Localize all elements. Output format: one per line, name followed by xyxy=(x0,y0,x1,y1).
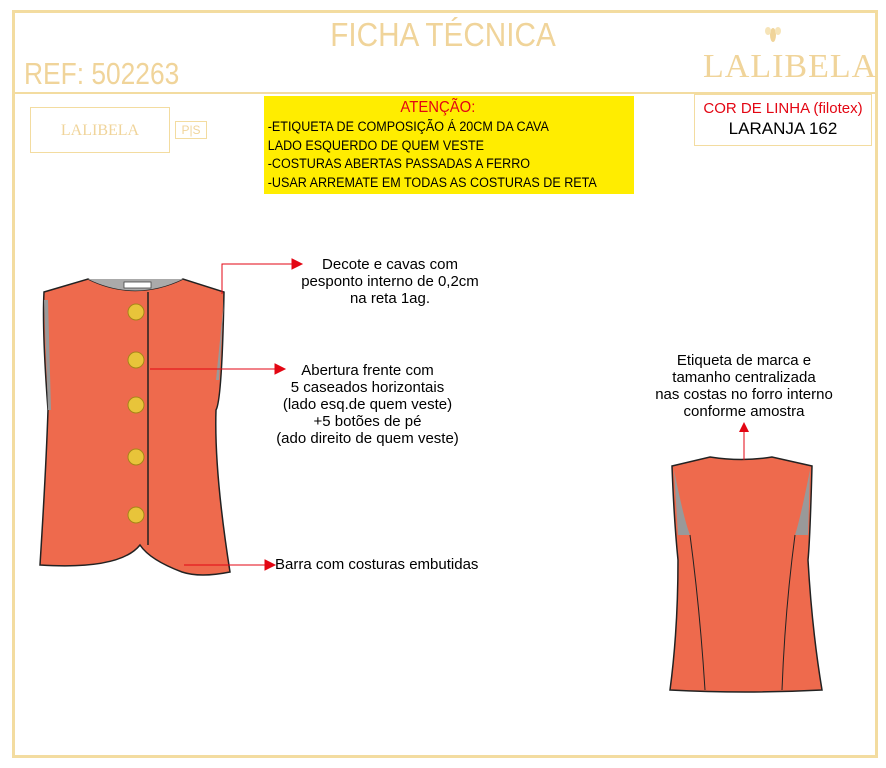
thread-color-value: LARANJA 162 xyxy=(728,119,838,138)
page-title: FICHA TÉCNICA xyxy=(330,16,556,53)
attention-line: -USAR ARREMATE EM TODAS AS COSTURAS DE R… xyxy=(267,174,597,190)
note-line: Abertura frente com xyxy=(301,362,434,379)
note-line: (ado direito de quem veste) xyxy=(276,430,459,447)
attention-title: ATENÇÃO: xyxy=(400,99,476,116)
thread-color-label: COR DE LINHA (filotex) xyxy=(703,100,863,117)
note-line: na reta 1ag. xyxy=(349,290,431,307)
note-line: Decote e cavas com xyxy=(322,256,458,273)
note-line: nas costas no forro interno xyxy=(655,386,833,403)
front-vest xyxy=(39,258,304,576)
back-label-note: Etiqueta de marca e tamanho centralizada… xyxy=(634,352,854,420)
reference-number: REF: 502263 xyxy=(24,56,180,91)
note-line: 5 caseados horizontais xyxy=(290,379,445,396)
page-frame xyxy=(12,10,878,758)
opening-note: Abertura frente com 5 caseados horizonta… xyxy=(255,362,480,447)
neckline-note: Decote e cavas com pesponto interno de 0… xyxy=(280,256,500,307)
note-line: pesponto interno de 0,2cm xyxy=(301,273,479,290)
attention-line: -COSTURAS ABERTAS PASSADAS A FERRO xyxy=(267,156,531,171)
note-line: conforme amostra xyxy=(683,403,805,420)
note-line: Etiqueta de marca e xyxy=(676,352,812,369)
attention-line: LADO ESQUERDO DE QUEM VESTE xyxy=(267,137,484,153)
attention-line: -ETIQUETA DE COMPOSIÇÃO Á 20CM DA CAVA xyxy=(267,119,549,134)
hem-note: Barra com costuras embutidas xyxy=(275,556,479,573)
note-line: +5 botões de pé xyxy=(313,413,422,430)
brand-label-sample: LALIBELA xyxy=(30,107,170,153)
size-label: P|S xyxy=(175,121,207,139)
brand-logo: LALIBELA xyxy=(703,48,878,85)
note-line: (lado esq.de quem veste) xyxy=(282,396,453,413)
back-vest xyxy=(669,422,823,693)
bee-logo-icon xyxy=(765,27,781,42)
buttons xyxy=(127,303,145,524)
attention-box: ATENÇÃO: -ETIQUETA DE COMPOSIÇÃO Á 20CM … xyxy=(264,96,634,194)
thread-color-box: COR DE LINHA (filotex) LARANJA 162 xyxy=(694,94,872,146)
front-arrows xyxy=(150,258,304,571)
header-divider xyxy=(12,92,878,94)
note-line: tamanho centralizada xyxy=(672,369,816,386)
